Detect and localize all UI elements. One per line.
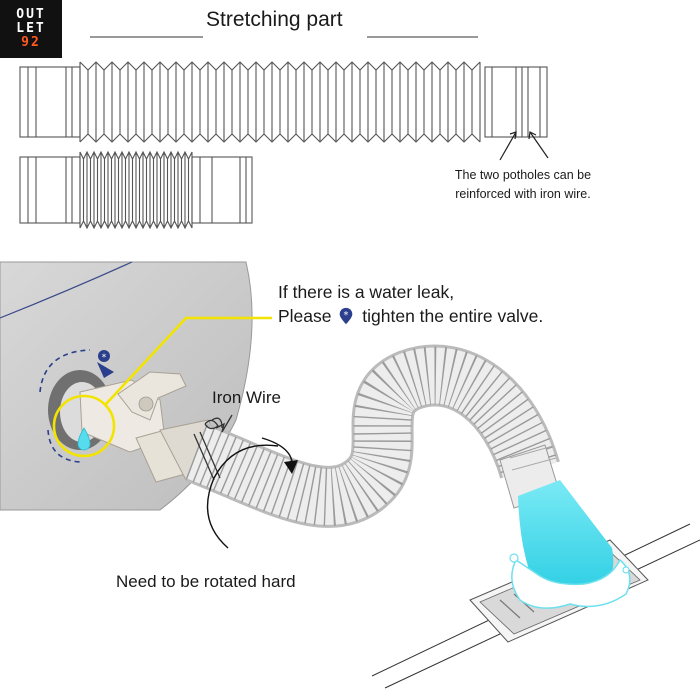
rotate-label: Need to be rotated hard [116,572,296,591]
valve [79,371,233,483]
leak-instruction-line1: If there is a water leak, [278,282,455,302]
water-drop-icon [77,427,91,451]
leak-highlight [52,316,272,458]
leak-instruction-prefix: Please [278,306,332,326]
flexible-hose [184,344,561,528]
pothole-arrows [499,131,549,161]
extended-hose-diagram [19,61,548,143]
gear-icon: * [340,307,353,325]
svg-text:*: * [102,353,107,363]
diagram-title: Stretching part [206,8,343,31]
iron-wire-icon [193,414,233,481]
rotate-arrow-icon [206,437,298,549]
leak-instruction-line2: Please * tighten the entire valve. [278,304,543,328]
water-stream [509,480,631,609]
brand-logo: OUT LET 92 [0,0,62,58]
svg-text:*: * [344,310,349,321]
compressed-hose-diagram [19,150,253,230]
leak-instruction-suffix: tighten the entire valve. [362,306,544,326]
pothole-note: The two potholes can be reinforced with … [454,168,592,201]
iron-wire-label: Iron Wire [212,388,281,407]
